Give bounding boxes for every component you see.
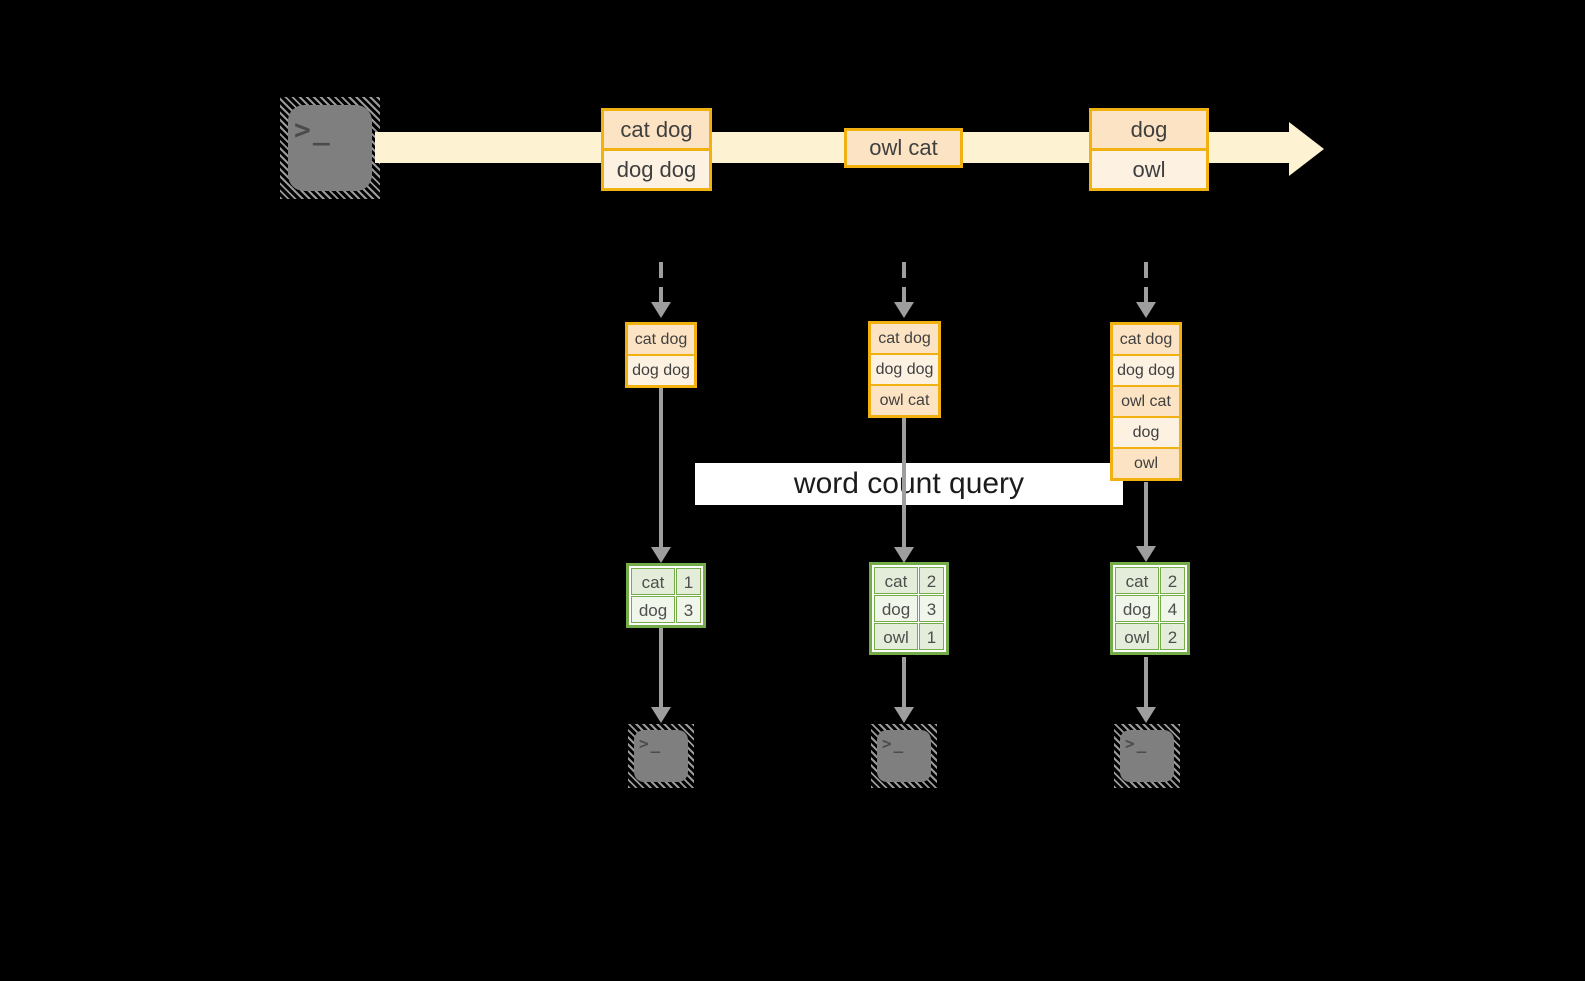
stream-event-1: cat dog dog dog: [601, 108, 712, 191]
dashed-arrow-head-icon: [1136, 302, 1156, 318]
terminal-body: [634, 730, 688, 782]
count-cell: 3: [676, 596, 701, 623]
arrow-head-icon: [894, 547, 914, 563]
dashed-arrow-line: [1144, 262, 1148, 302]
word-cell: dog: [874, 595, 918, 622]
buffer-record: cat dog: [871, 324, 938, 353]
buffer-record: dog: [1113, 416, 1179, 447]
sink-terminal-icon-3: >_: [1114, 724, 1180, 788]
count-cell: 2: [1160, 623, 1185, 650]
dashed-arrow-head-icon: [894, 302, 914, 318]
event-record: cat dog: [604, 111, 709, 148]
stream-arrowhead-icon: [1289, 122, 1324, 176]
count-cell: 4: [1160, 595, 1185, 622]
terminal-body: [1120, 730, 1174, 782]
count-table-2: cat 2 dog 3 owl 1: [869, 562, 949, 655]
buffer-record: dog dog: [871, 353, 938, 384]
count-cell: 3: [919, 595, 944, 622]
arrow-head-icon: [651, 547, 671, 563]
arrow-head-icon: [651, 707, 671, 723]
terminal-prompt-icon: >_: [882, 734, 906, 753]
word-cell: owl: [1115, 623, 1159, 650]
word-cell: cat: [631, 568, 675, 595]
count-table-1: cat 1 dog 3: [626, 563, 706, 628]
arrow-line: [902, 657, 906, 708]
count-cell: 2: [1160, 567, 1185, 594]
query-label: word count query: [695, 463, 1123, 505]
arrow-line: [659, 627, 663, 708]
sink-terminal-icon-2: >_: [871, 724, 937, 788]
buffer-stack-2: cat dog dog dog owl cat: [868, 321, 941, 418]
arrow-head-icon: [1136, 707, 1156, 723]
source-terminal-icon: >_: [280, 97, 380, 199]
buffer-record: dog dog: [628, 354, 694, 385]
count-cell: 1: [676, 568, 701, 595]
dashed-arrow-line: [902, 262, 906, 302]
arrow-line: [1144, 657, 1148, 708]
event-record: owl cat: [847, 131, 960, 165]
word-cell: dog: [1115, 595, 1159, 622]
buffer-stack-1: cat dog dog dog: [625, 322, 697, 388]
word-cell: owl: [874, 623, 918, 650]
count-cell: 2: [919, 567, 944, 594]
sink-terminal-icon-1: >_: [628, 724, 694, 788]
terminal-body: [288, 105, 372, 191]
buffer-record: owl cat: [1113, 385, 1179, 416]
count-cell: 1: [919, 623, 944, 650]
terminal-prompt-icon: >_: [639, 734, 663, 753]
dashed-arrow-line: [659, 262, 663, 302]
dashed-arrow-head-icon: [651, 302, 671, 318]
buffer-record: cat dog: [1113, 325, 1179, 354]
word-cell: dog: [631, 596, 675, 623]
event-record: dog: [1092, 111, 1206, 148]
arrow-line: [1144, 482, 1148, 547]
buffer-record: cat dog: [628, 325, 694, 354]
buffer-record: owl: [1113, 447, 1179, 478]
arrow-head-icon: [1136, 546, 1156, 562]
arrow-line: [902, 417, 906, 548]
arrow-line: [659, 388, 663, 548]
stream-event-3: dog owl: [1089, 108, 1209, 191]
word-cell: cat: [874, 567, 918, 594]
stream-event-2: owl cat: [844, 128, 963, 168]
buffer-record: owl cat: [871, 384, 938, 415]
event-record: dog dog: [604, 148, 709, 188]
terminal-prompt-icon: >_: [294, 113, 332, 146]
terminal-body: [877, 730, 931, 782]
arrow-head-icon: [894, 707, 914, 723]
terminal-prompt-icon: >_: [1125, 734, 1149, 753]
event-record: owl: [1092, 148, 1206, 188]
buffer-record: dog dog: [1113, 354, 1179, 385]
count-table-3: cat 2 dog 4 owl 2: [1110, 562, 1190, 655]
word-cell: cat: [1115, 567, 1159, 594]
buffer-stack-3: cat dog dog dog owl cat dog owl: [1110, 322, 1182, 481]
